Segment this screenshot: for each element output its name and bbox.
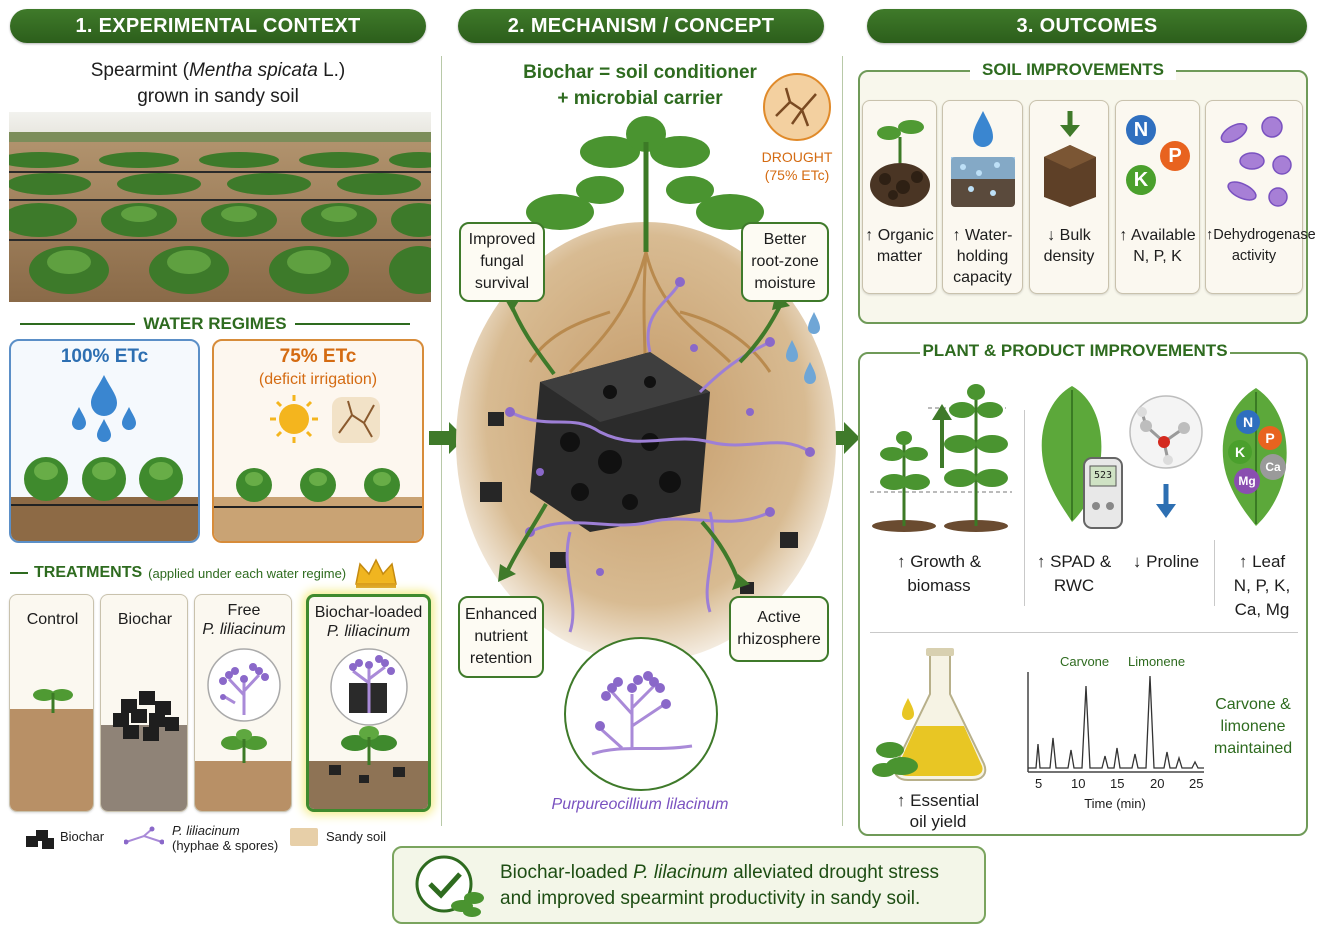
microbes-icon (1220, 116, 1292, 207)
phosphorus-badge: P (1160, 141, 1190, 171)
time-tick: 20 (1150, 776, 1165, 791)
divider (1024, 410, 1025, 606)
treatments-label: TREATMENTS (applied under each water reg… (10, 564, 350, 582)
plant-item-proline: ↓ Proline (1132, 552, 1200, 571)
fungus-legend-icon (124, 826, 164, 845)
biochar-pile-icon (101, 691, 187, 811)
biochar-fungus-seedling-icon (309, 648, 428, 809)
context-title: Spearmint (Mentha spicata L.) grown in s… (90, 60, 346, 107)
soil-improvements-label: SOIL IMPROVEMENTS (970, 60, 1176, 80)
time-tick: 25 (1189, 776, 1204, 791)
growth-comparison-icon (870, 384, 1012, 532)
leaf-nitrogen-badge: N (1236, 410, 1260, 434)
conclusion-text: Biochar-loaded P. lilacinum alleviated d… (500, 862, 940, 909)
time-tick: 15 (1110, 776, 1125, 791)
leaf-phosphorus-badge: P (1258, 426, 1282, 450)
time-tick: 10 (1071, 776, 1086, 791)
biochar-root-fungus-illustration (456, 116, 836, 662)
regime-deficit-label: 75% ETc (279, 346, 357, 367)
mechanism-title: Biochar = soil conditioner+ microbial ca… (523, 62, 757, 109)
leaf-and-spad-meter-icon (1041, 386, 1123, 529)
water-regimes-label: WATER REGIMES (20, 314, 410, 334)
cracked-soil-icon (763, 73, 831, 141)
time-tick: 5 (1035, 776, 1043, 791)
leaf-calcium-badge: Ca (1260, 454, 1286, 480)
biochar-legend-icon (26, 830, 54, 849)
treatment-card-biochar: Biochar (100, 594, 188, 812)
bulk-density-icon (1044, 111, 1096, 207)
peak-label-limonene: Limonene (1128, 654, 1186, 669)
conclusion-banner (392, 846, 986, 924)
divider (870, 632, 1298, 633)
legend-fungus: P. liliacinum(hyphae & spores) (172, 823, 279, 853)
treatment-card-control: Control (9, 594, 94, 812)
treatment-label: Control (26, 611, 79, 628)
flow-arrow-icon (824, 422, 860, 454)
organic-matter-icon (870, 120, 930, 207)
peak-label-carvone: Carvone (1060, 654, 1110, 669)
seedling-icon (10, 689, 93, 811)
potassium-badge: K (1126, 165, 1156, 195)
regime-full-irrigation-card: 100% ETc (9, 339, 200, 543)
chromatogram-plot (1027, 672, 1204, 773)
header-experimental-context: 1. EXPERIMENTAL CONTEXT (10, 9, 426, 43)
organism-name: Purpureocillium lilacinum (551, 796, 729, 813)
plant-product-label: PLANT & PRODUCT IMPROVEMENTS (920, 341, 1230, 361)
treatment-label: Biochar (117, 611, 173, 628)
water-holding-icon (951, 111, 1015, 207)
header-outcomes: 3. OUTCOMES (867, 9, 1307, 43)
nitrogen-badge: N (1126, 115, 1156, 145)
regime-full-label: 100% ETc (60, 346, 149, 367)
drought-label: DROUGHT(75% ETc) (761, 149, 833, 183)
water-drops-icon (11, 375, 198, 541)
spad-meter-value: 523 (1093, 470, 1113, 481)
leaf-nutrients-icon (1222, 388, 1287, 526)
leaf-potassium-badge: K (1228, 440, 1252, 464)
legend-sandy-soil: Sandy soil (326, 829, 386, 844)
chromatogram-time-ticks: 5 10 15 20 25 (1031, 776, 1211, 791)
leaf-magnesium-badge: Mg (1234, 468, 1260, 494)
check-with-leaf-icon (415, 855, 484, 917)
fungus-microscope-icon (564, 637, 718, 791)
chromatogram-axis-label: Time (min) (1084, 796, 1146, 811)
divider (1214, 540, 1215, 606)
regime-deficit-note: (deficit irrigation) (258, 371, 378, 388)
regime-deficit-irrigation-card: 75% ETc (deficit irrigation) (212, 339, 424, 543)
crown-icon (355, 558, 397, 588)
legend-biochar: Biochar (60, 829, 105, 844)
sandy-soil-legend-swatch (290, 828, 318, 846)
sun-and-cracked-soil-icon (214, 395, 422, 541)
proline-molecule-icon (1129, 395, 1203, 518)
plant-item-growth: ↑ Growth &biomass (896, 552, 982, 595)
plant-item-spad: ↑ SPAD &RWC (1036, 552, 1112, 595)
fungus-and-seedling-icon (195, 648, 291, 811)
essential-oil-flask-icon (872, 648, 987, 781)
spearmint-field-image (9, 112, 431, 302)
flow-arrow-icon (429, 422, 465, 454)
header-mechanism: 2. MECHANISM / CONCEPT (458, 9, 824, 43)
